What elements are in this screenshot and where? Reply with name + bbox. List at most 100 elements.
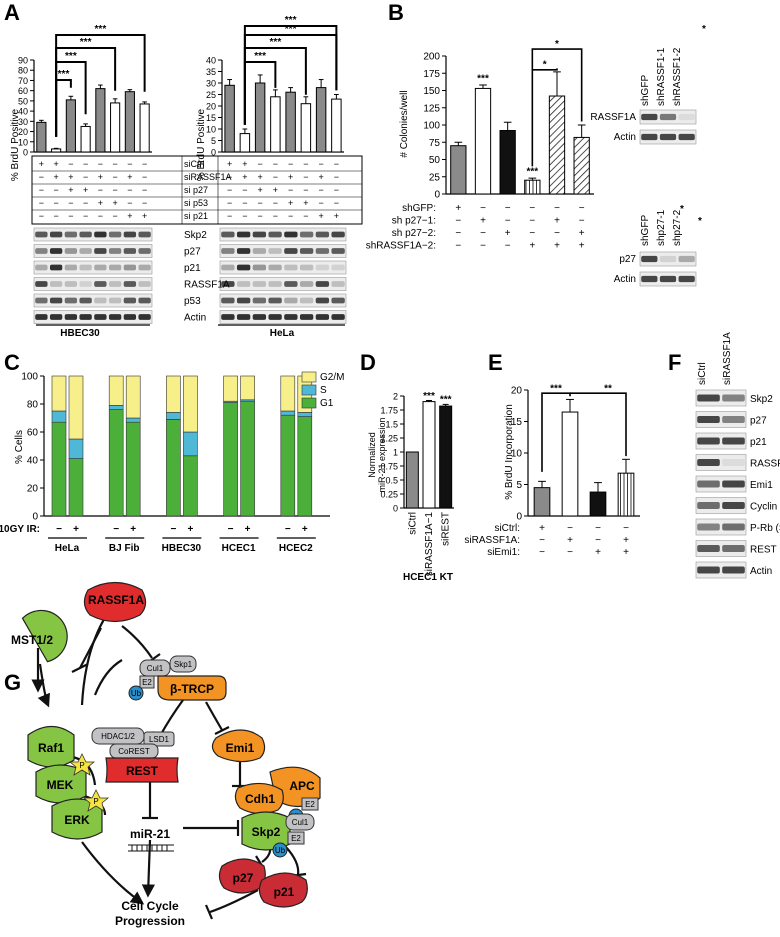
panel-a-left-sig-0: *** xyxy=(65,51,77,62)
panel-a-right-sign-4-0: − xyxy=(227,211,232,221)
panel-e-sign-1-2: − xyxy=(595,535,601,546)
panel-a-right-sign-3-5: + xyxy=(303,198,308,208)
panel-c-bar-9-S xyxy=(297,412,313,417)
panel-e-sign-0-0: + xyxy=(539,523,545,534)
panel-a-right-sign-3-3: − xyxy=(273,198,278,208)
node-hdac-label: HDAC1/2 xyxy=(101,732,135,741)
panel-a-right-blot-5-band-6 xyxy=(315,314,330,320)
panel-b-blot-top-1-band-2 xyxy=(678,133,695,141)
node-skp2-label: Skp2 xyxy=(252,825,281,839)
panel-a-right-ytick-label-3: 15 xyxy=(206,113,216,123)
panel-c-bar-5-S xyxy=(183,431,198,457)
panel-a-left-sign-1-6: + xyxy=(127,172,132,182)
panel-a-right-blot-5-band-4 xyxy=(284,314,298,320)
panel-a-left-sign-0-2: − xyxy=(68,159,73,169)
panel-a-right-sign-4-7: + xyxy=(334,211,339,221)
node-mek-shape xyxy=(35,764,87,804)
node-mst-label: MST1/2 xyxy=(11,633,53,647)
panel-b-blot-top-col-2: shRASSF1-2 xyxy=(672,47,683,106)
panel-a-right-blot-1-band-7 xyxy=(331,248,345,254)
panel-e-sig2: ** xyxy=(604,383,612,394)
panel-a-right-sign-1-5: − xyxy=(303,172,308,182)
panel-c-sign-7: + xyxy=(245,524,251,535)
panel-a-right-sig-3: *** xyxy=(285,15,297,26)
panel-a-right-sign-2-6: − xyxy=(318,185,323,195)
node-ub-c-shape xyxy=(272,842,288,858)
panel-a-right-sign-0-1: + xyxy=(242,159,247,169)
panel-d-xtick-2: siREST xyxy=(441,512,452,546)
panel-e-row-label-2: siEmi1: xyxy=(487,547,520,558)
node-p-raf1-label: P xyxy=(79,761,84,770)
panel-a-right-sign-3-7: − xyxy=(334,198,339,208)
panel-f-row-8: Actin xyxy=(750,566,772,577)
panel-a-left-blot-5-band-1 xyxy=(49,314,63,320)
node-e2b-label: E2 xyxy=(305,800,315,809)
panel-a-left-blot-0-band-7 xyxy=(138,231,151,238)
panel-f-blot-3-membrane xyxy=(695,454,747,471)
panel-a-left-sign-2-3: + xyxy=(83,185,88,195)
panel-d-ytick-label-1: 0.25 xyxy=(380,490,398,500)
panel-a-right-blot-0-band-3 xyxy=(268,231,282,238)
panel-b-row-label-0: shGFP: xyxy=(402,203,436,214)
panel-b-sign-1-2: − xyxy=(505,216,511,227)
panel-a-left-ytick-label-1: 10 xyxy=(18,137,28,147)
panel-a-left-blot-0-band-4 xyxy=(94,231,107,238)
panel-a-row-label-0: siCtrl xyxy=(184,159,205,169)
panel-b-sign-1-0: − xyxy=(455,216,461,227)
panel-b-bar-5 xyxy=(573,136,590,195)
node-raf1-label: Raf1 xyxy=(38,741,64,755)
panel-a-left-blot-4-band-6 xyxy=(123,297,137,304)
node-ccp-line2: Progression xyxy=(115,914,185,928)
node-e2c-shape xyxy=(287,831,305,845)
node-apc-label: APC xyxy=(289,779,315,793)
panel-g-pathway-diagram: MST1/2 RASSF1A Cul1 Skp1 E2 Ub β-TRCP HD… xyxy=(11,581,321,928)
panel-d-ytick-label-7: 1.75 xyxy=(380,406,398,416)
node-ub-c-label: Ub xyxy=(275,846,286,855)
panel-a-right-sign-0-2: − xyxy=(257,159,262,169)
panel-f-row-4: Emi1 xyxy=(750,480,773,491)
panel-c-group-label-4: HCEC2 xyxy=(279,543,313,554)
panel-f-blot-1-band-1 xyxy=(722,415,745,424)
edge-rassf1a-block-mst xyxy=(79,627,102,669)
node-mek-label: MEK xyxy=(47,778,74,792)
node-erk-label: ERK xyxy=(64,813,90,827)
panel-a-right-blot-2-band-0 xyxy=(221,264,235,271)
panel-d-bar-2 xyxy=(439,405,453,509)
panel-c-bar-6-G2M xyxy=(223,375,238,402)
panel-a-right-bar-3 xyxy=(270,96,281,153)
panel-c-bar-1-G1 xyxy=(68,458,84,517)
panel-f-blot-8-band-0 xyxy=(697,566,720,574)
panel-a-left-blot-3-band-7 xyxy=(138,281,151,287)
panel-c-ytick-label-0: 0 xyxy=(32,512,38,523)
panel-a-left-blot-2-band-2 xyxy=(64,264,78,271)
tbar-ccp xyxy=(204,904,214,920)
panel-f-row-7: REST xyxy=(750,545,777,556)
panel-a-right-blot-5-band-1 xyxy=(236,314,251,320)
panel-a-left-blot-3-band-0 xyxy=(35,281,48,287)
panel-a-left-blot-4-band-3 xyxy=(79,297,92,304)
panel-b-blot-top-0-band-0 xyxy=(641,113,658,121)
panel-f-blot-7-band-1 xyxy=(722,544,745,553)
panel-a-right-sign-0-7: − xyxy=(334,159,339,169)
panel-a-left-sig-bracket-3 xyxy=(55,79,72,137)
panel-c-ir-label: 10GY IR: xyxy=(0,524,40,535)
panel-a-right-blot-3-band-7 xyxy=(331,281,345,287)
panel-a-right-sig-1: *** xyxy=(270,37,282,48)
panel-c-legend-swatch-1 xyxy=(301,384,317,396)
panel-e-bar-2 xyxy=(589,491,607,517)
panel-c-ytick-label-5: 100 xyxy=(21,372,38,383)
panel-b-sign-3-2: − xyxy=(505,241,511,252)
panel-a-left-blot-3-band-4 xyxy=(94,281,107,287)
tbar-emi1 xyxy=(214,726,230,735)
node-e2a-shape xyxy=(139,675,155,689)
panel-a-right-blot-0-band-2 xyxy=(252,231,267,238)
panel-a-left-blot-0-membrane xyxy=(33,227,153,242)
panel-b-ytick-label-6: 150 xyxy=(423,86,440,97)
panel-b-sig-bracket-1 xyxy=(531,48,583,122)
panel-e-sign-2-2: + xyxy=(595,547,601,558)
panel-a-right-blot-0-band-1 xyxy=(236,231,251,238)
panel-a-right-ytick-label-8: 40 xyxy=(206,56,216,66)
panel-b-row-label-1: sh p27−1: xyxy=(392,216,436,227)
panel-f-blot-6-band-1 xyxy=(722,523,745,531)
